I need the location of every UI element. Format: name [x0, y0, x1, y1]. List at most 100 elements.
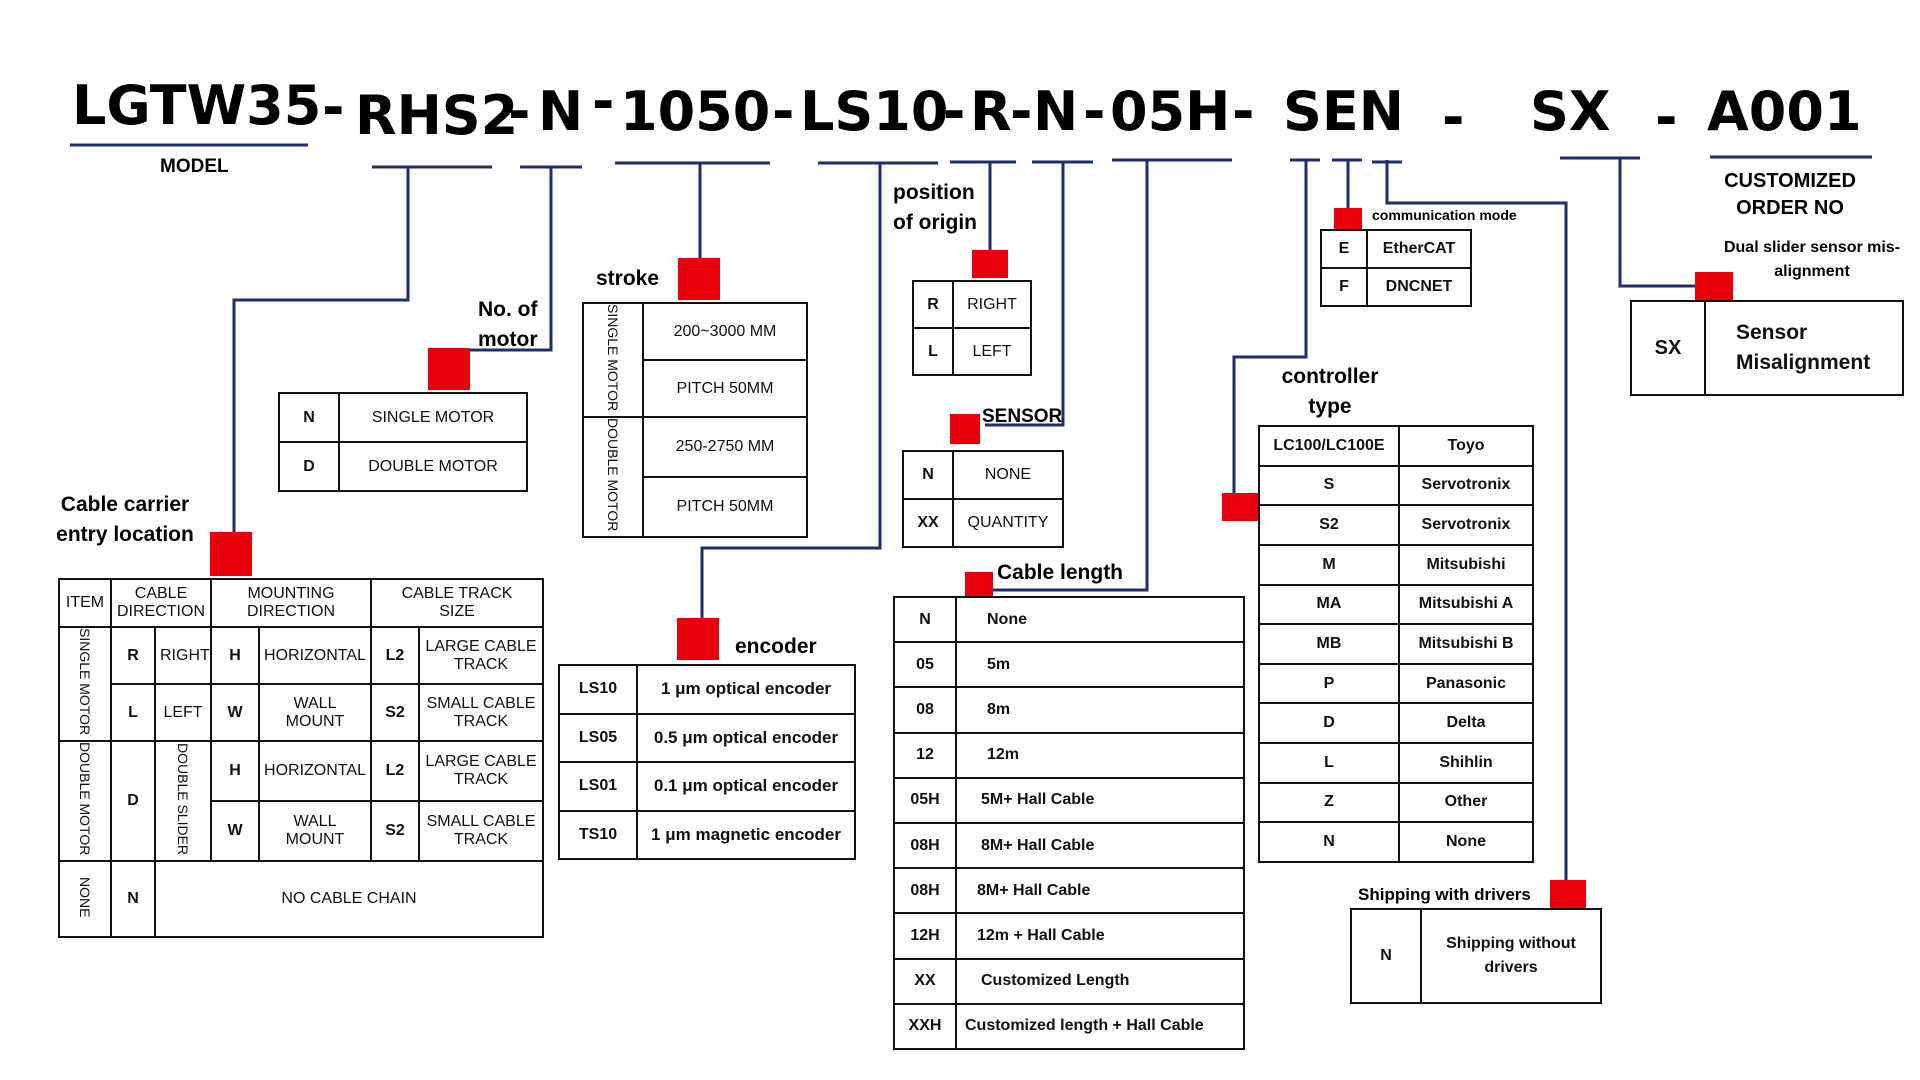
table-row: L LEFT	[912, 327, 1032, 376]
track-code: S2	[370, 683, 420, 743]
motor-code: N	[278, 392, 340, 443]
controller-desc: Shihlin	[1398, 742, 1534, 784]
code-dash: -	[1655, 86, 1678, 149]
marker-shipping	[1550, 880, 1586, 908]
table-row: E EtherCAT	[1320, 229, 1472, 269]
controller-desc: Servotronix	[1398, 464, 1534, 507]
single-motor-label: SINGLE MOTOR	[77, 628, 93, 736]
origin-desc: RIGHT	[952, 280, 1032, 329]
cable-dir-code: N	[110, 860, 156, 939]
marker-no-of-motor	[428, 348, 470, 390]
marker-origin	[972, 250, 1008, 278]
shipping-with-drivers-label: Shipping with drivers	[1358, 885, 1531, 904]
stroke-label: stroke	[596, 267, 660, 290]
cable-dir-desc: LEFT	[154, 683, 212, 743]
origin-table: R RIGHT L LEFT	[912, 280, 1032, 376]
controller-desc: Mitsubishi	[1398, 543, 1534, 586]
length-code: 05	[893, 641, 957, 689]
mount-code: W	[210, 683, 260, 743]
stroke-single-pitch: PITCH 50MM	[642, 359, 808, 419]
encoder-label: encoder	[735, 635, 817, 658]
origin-desc: LEFT	[952, 327, 1032, 376]
communication-mode-label: communication mode	[1372, 207, 1517, 223]
length-desc: None	[955, 595, 1245, 644]
communication-table: E EtherCAT F DNCNET	[1320, 229, 1472, 307]
length-desc: Customized length + Hall Cable	[955, 1002, 1245, 1051]
origin-code: R	[912, 280, 954, 329]
code-dash: -	[1442, 86, 1465, 149]
table-row: PITCH 50MM	[583, 359, 808, 419]
header-item: ITEM	[58, 578, 112, 628]
stroke-table: SINGLE MOTOR 200~3000 MM PITCH 50MM DOUB…	[582, 301, 808, 539]
mount-desc: WALL MOUNT	[258, 683, 372, 743]
encoder-code: LS10	[558, 664, 638, 715]
sx-code: SX	[1630, 300, 1706, 396]
shipping-code: N	[1350, 908, 1422, 1004]
encoder-code: LS05	[558, 712, 638, 763]
sensor-table: N NONE XX QUANTITY	[902, 450, 1064, 548]
sensor-code: N	[902, 450, 954, 500]
controller-desc: Other	[1398, 781, 1534, 824]
double-slider-label: DOUBLE SLIDER	[175, 742, 191, 855]
motor-table: N SINGLE MOTOR D DOUBLE MOTOR	[278, 392, 528, 492]
track-code: L2	[370, 625, 420, 686]
cable-dir-code: L	[110, 683, 156, 743]
table-row: R RIGHT	[912, 280, 1032, 329]
cable-dir-code: R	[110, 625, 156, 686]
sensor-label: SENSOR	[982, 406, 1063, 427]
header-cable-direction: CABLE DIRECTION	[110, 578, 212, 628]
length-code: XXH	[893, 1002, 957, 1051]
header-cable-track-size: CABLE TRACK SIZE	[370, 578, 544, 628]
code-dash: -	[508, 80, 531, 143]
mount-code: H	[210, 625, 260, 686]
table-row: SX Sensor Misalignment	[1630, 300, 1904, 396]
table-row: N NONE	[902, 450, 1064, 500]
controller-code: N	[1258, 821, 1400, 863]
code-cable-length: 05H	[1110, 80, 1231, 143]
mount-desc: WALL MOUNT	[258, 800, 372, 863]
shipping-desc: Shipping without drivers	[1420, 908, 1602, 1004]
controller-code: L	[1258, 742, 1400, 784]
code-sx: SX	[1530, 80, 1611, 143]
cable-carrier-label: Cable carrier entry location	[56, 493, 194, 546]
stroke-double-range: 250-2750 MM	[642, 416, 808, 479]
code-rhs2: RHS2	[355, 84, 519, 147]
table-row: NONE N NO CABLE CHAIN	[58, 860, 544, 939]
model-label: MODEL	[160, 156, 229, 177]
controller-code: Z	[1258, 781, 1400, 824]
mount-code: H	[210, 740, 260, 803]
table-row: PITCH 50MM	[583, 476, 808, 539]
controller-desc: Toyo	[1398, 425, 1534, 467]
controller-code: MA	[1258, 583, 1400, 626]
stroke-single-range: 200~3000 MM	[642, 301, 808, 362]
marker-communication	[1334, 208, 1362, 230]
length-desc: 5M+ Hall Cable	[955, 776, 1245, 824]
mount-desc: HORIZONTAL	[258, 625, 372, 686]
code-motor-count: N	[538, 80, 584, 143]
position-of-origin-label: position of origin	[893, 181, 977, 234]
length-code: 12	[893, 731, 957, 779]
stroke-double-pitch: PITCH 50MM	[642, 476, 808, 539]
length-code: XX	[893, 957, 957, 1005]
length-code: 12H	[893, 912, 957, 960]
comm-code: E	[1320, 229, 1368, 269]
code-origin: R	[970, 80, 1012, 143]
length-code: 08	[893, 686, 957, 734]
controller-desc: Panasonic	[1398, 662, 1534, 705]
track-code: S2	[370, 800, 420, 863]
length-desc: 8m	[955, 686, 1245, 734]
length-desc: 8M+ Hall Cable	[955, 821, 1245, 870]
code-sensor: N	[1033, 80, 1079, 143]
length-code: N	[893, 595, 957, 644]
